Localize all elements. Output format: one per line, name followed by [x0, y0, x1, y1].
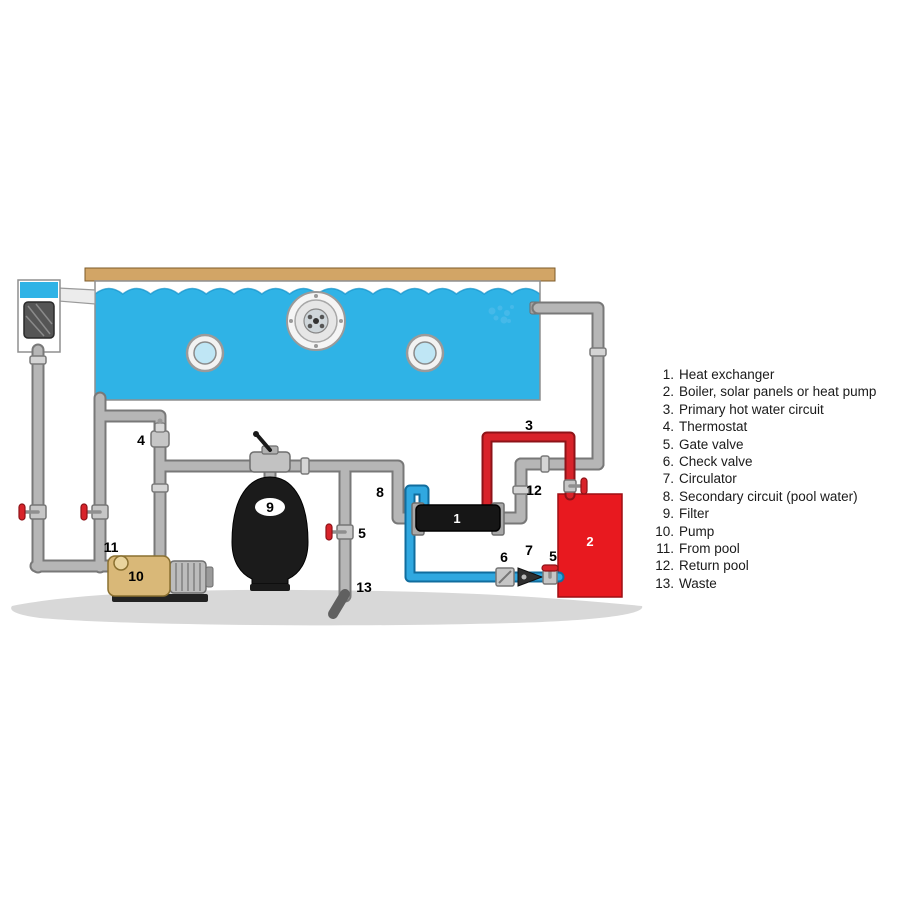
waste-label: 13 — [356, 579, 372, 595]
legend-item-num: 13. — [655, 575, 674, 591]
porthole-left-icon — [185, 333, 225, 373]
multiport-valve — [249, 431, 291, 473]
heat-exchanger: 1 — [411, 502, 505, 536]
legend: 1. Heat exchanger 2. Boiler, solar panel… — [650, 366, 876, 592]
check-valve — [495, 567, 515, 587]
pool-light-icon — [286, 291, 346, 351]
legend-item-num: 11. — [656, 541, 674, 557]
skimmer-basket-icon — [23, 301, 55, 339]
legend-item-label: Heat exchanger — [679, 367, 775, 382]
legend-item-label: Pump — [679, 523, 715, 539]
legend-item-label: Thermostat — [679, 419, 748, 435]
legend-item-num: 1. — [662, 367, 674, 382]
circulator — [517, 567, 544, 587]
filter-base — [250, 584, 290, 591]
waste-outlet — [328, 589, 350, 619]
pump — [107, 555, 214, 602]
gate-valve-skimmer-line — [18, 503, 47, 521]
legend-item-label: Filter — [679, 506, 709, 522]
legend-item-num: 4. — [662, 419, 674, 435]
gate-valve-primary — [563, 477, 588, 495]
filter-label-plate — [255, 498, 285, 516]
legend-item-label: Gate valve — [679, 436, 744, 452]
legend-item-num: 6. — [662, 454, 674, 470]
return-pool-label: 12 — [526, 482, 542, 498]
legend-item-num: 8. — [662, 488, 674, 504]
filter-body — [231, 476, 309, 585]
thermostat — [150, 418, 170, 448]
ground — [11, 589, 643, 626]
water-foam — [95, 281, 540, 294]
circulator-label: 7 — [525, 542, 533, 558]
from-pool-label: 11 — [104, 539, 119, 555]
legend-item-label: From pool — [679, 541, 740, 557]
pool — [94, 280, 543, 401]
pump-label: 10 — [128, 568, 144, 584]
splash-icon — [488, 305, 514, 324]
legend-item-num: 10. — [655, 523, 674, 539]
legend-item-label: Secondary circuit (pool water) — [679, 488, 858, 504]
secondary-circuit-pipe — [404, 484, 565, 583]
pool-deck — [84, 267, 556, 282]
legend-item-num: 2. — [662, 384, 674, 400]
legend-item-num: 7. — [662, 471, 674, 487]
filter-assembly — [231, 431, 309, 591]
legend-item-label: Waste — [679, 575, 717, 591]
legend-item-label: Primary hot water circuit — [679, 401, 824, 417]
legend-item-label: Boiler, solar panels or heat pump — [679, 384, 877, 400]
gray-pipes — [31, 303, 603, 601]
gate-valve-drain-line — [80, 503, 109, 521]
legend-item-num: 3. — [662, 401, 674, 417]
heat-exchanger-label: 1 — [453, 511, 460, 526]
skimmer-water — [20, 282, 58, 298]
gate-valve-primary-label: 5 — [549, 548, 557, 564]
pool-wall-outline — [94, 280, 541, 401]
secondary-circuit-label: 8 — [376, 484, 384, 500]
legend-item-label: Check valve — [679, 454, 753, 470]
boiler — [557, 493, 623, 598]
diagram-number-labels: 4 11 10 9 5 13 8 12 3 2 6 7 5 — [104, 417, 594, 595]
legend-item-num: 9. — [662, 506, 674, 522]
check-valve-label: 6 — [500, 549, 508, 565]
legend-item-label: Circulator — [679, 471, 737, 487]
primary-circuit-pipe — [481, 431, 576, 516]
gate-valve-circulator-line — [541, 564, 559, 585]
skimmer-chute — [57, 287, 96, 305]
boiler-label: 2 — [586, 534, 593, 549]
gate-valve-waste-label: 5 — [358, 525, 366, 541]
skimmer — [17, 279, 96, 353]
pump-strainer-lid — [113, 555, 129, 571]
legend-item-num: 12. — [655, 558, 674, 574]
pipe-couplings — [29, 347, 607, 495]
filter-label: 9 — [266, 499, 274, 515]
primary-circuit-label: 3 — [525, 417, 533, 433]
legend-item-num: 5. — [662, 436, 674, 452]
porthole-right-icon — [405, 333, 445, 373]
legend-item-label: Return pool — [679, 558, 749, 574]
thermostat-label: 4 — [137, 432, 145, 448]
gate-valve-waste-line — [325, 523, 354, 541]
